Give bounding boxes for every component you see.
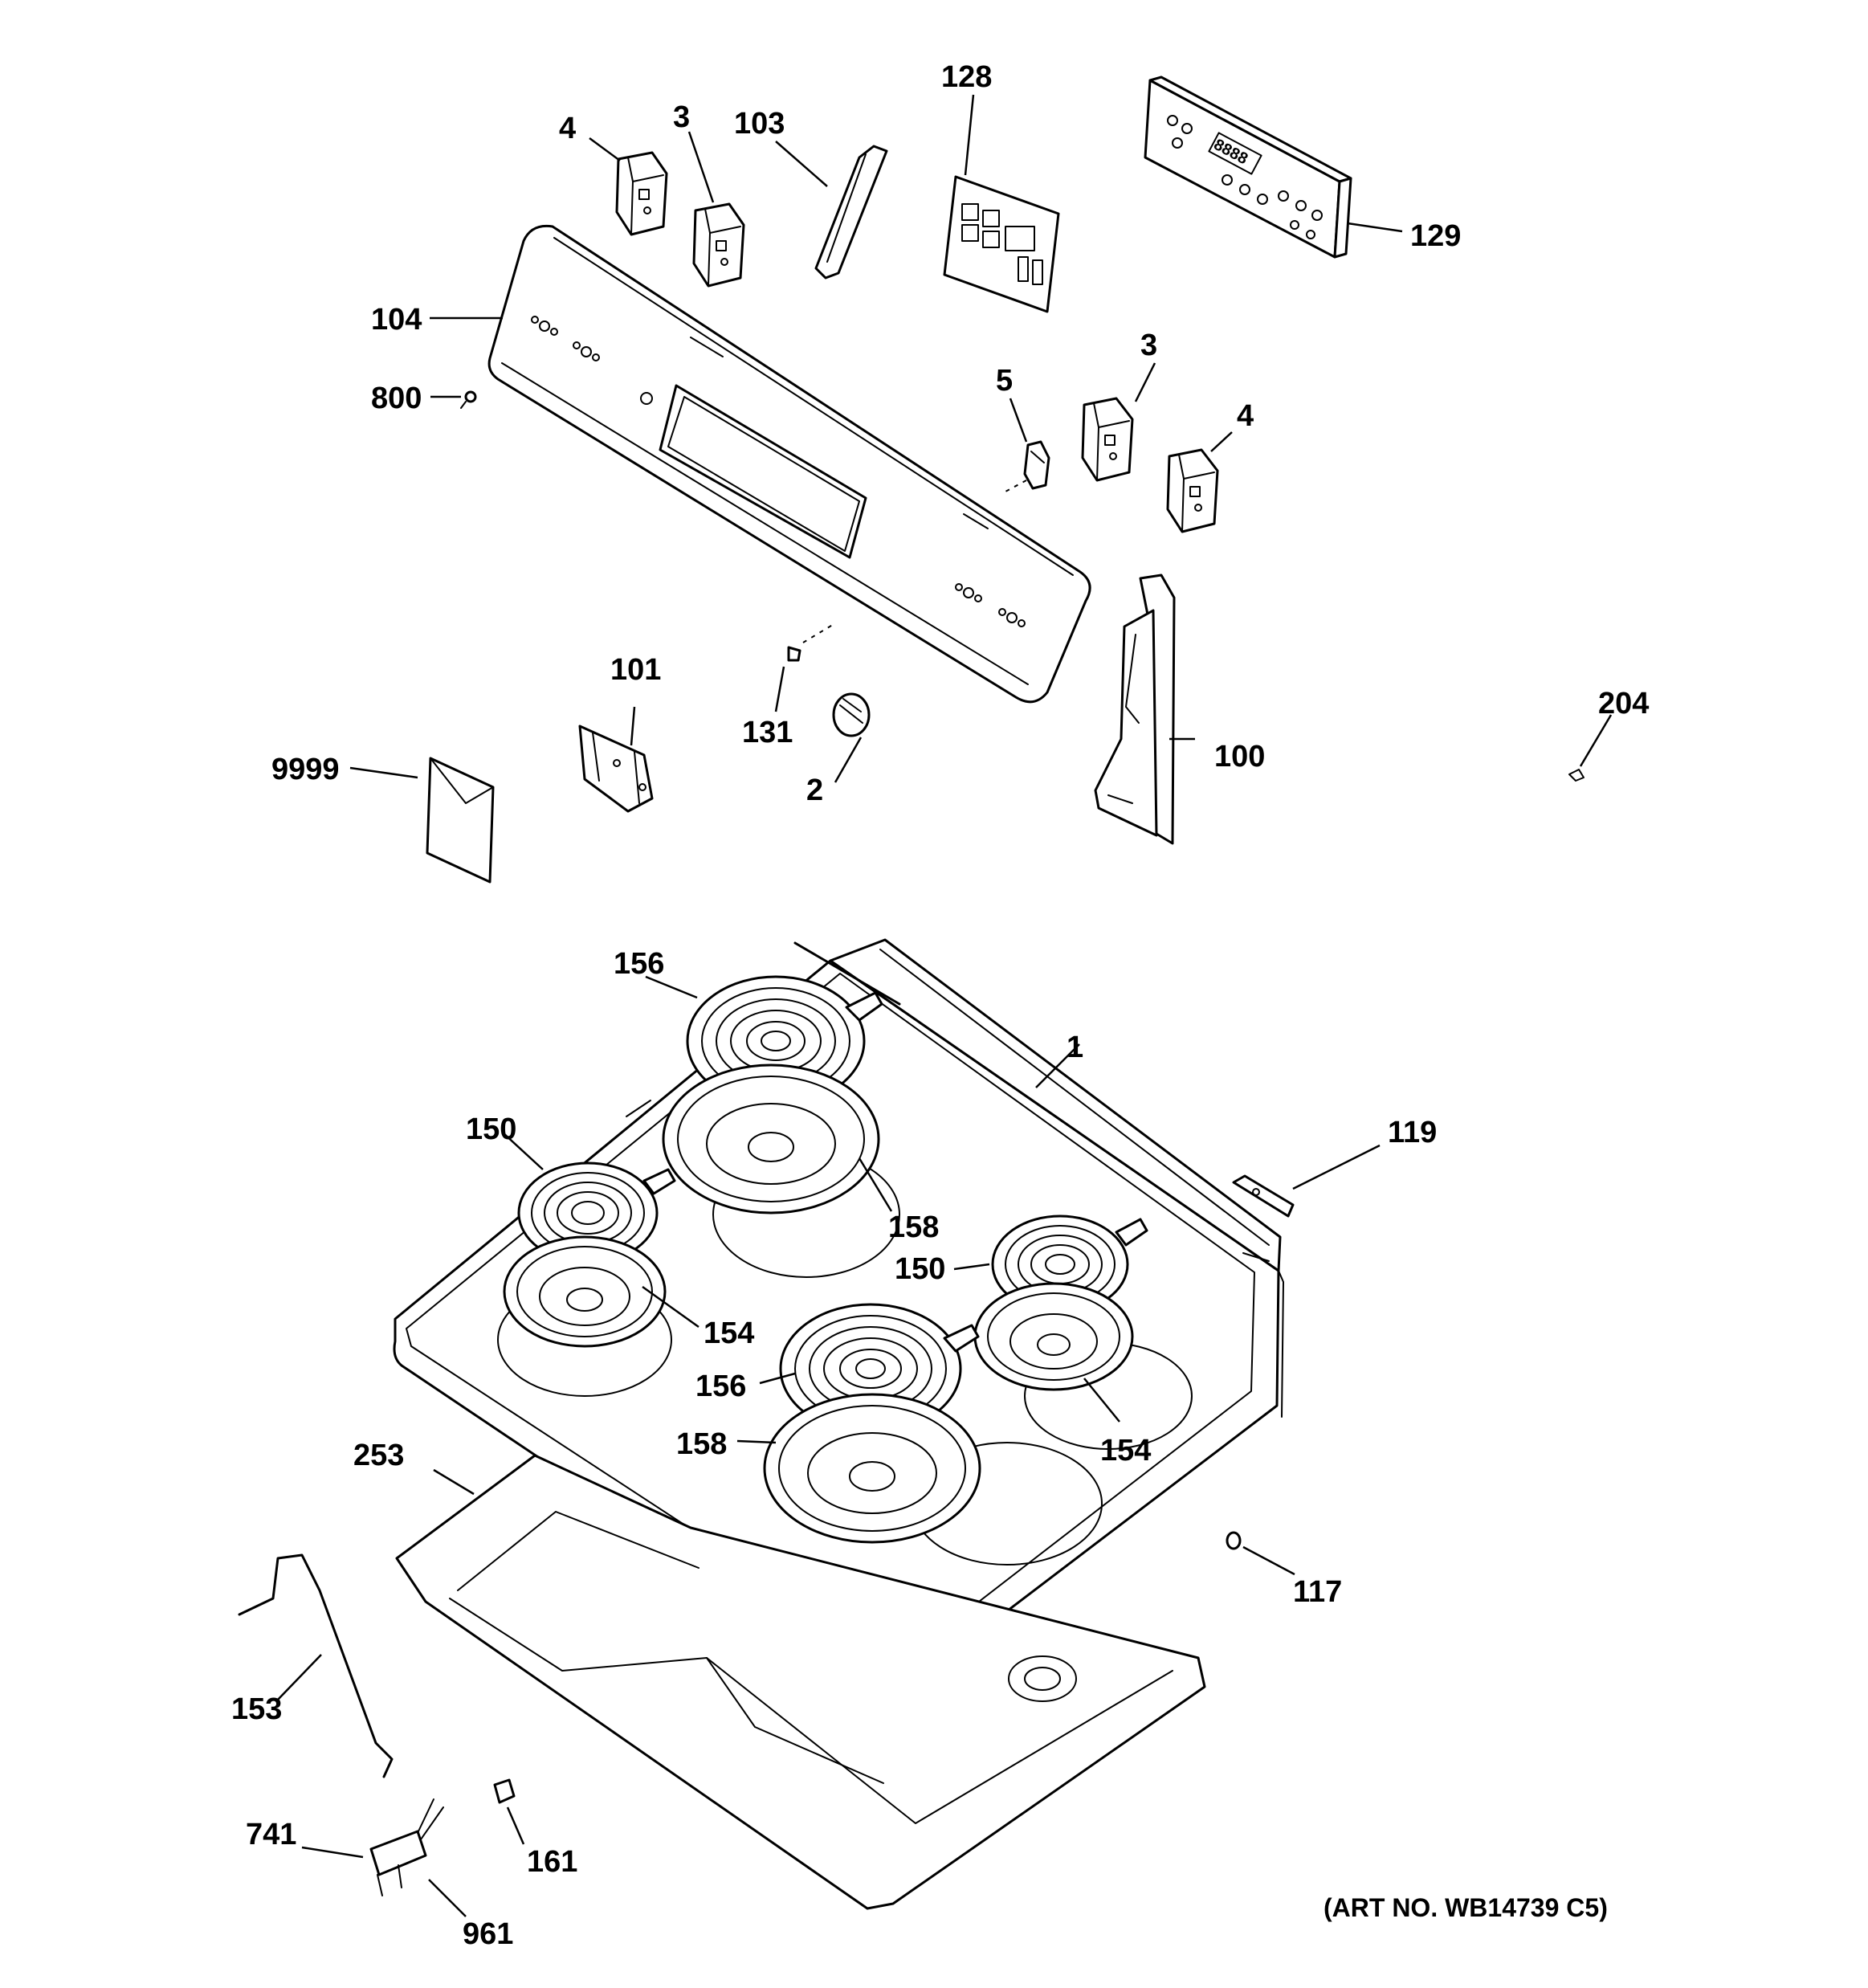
switch-5 [1023, 440, 1050, 490]
callout-156-front: 156 [695, 1370, 746, 1403]
callout-labels: 4 3 103 128 129 104 800 5 3 4 101 131 2 … [231, 60, 1649, 1951]
callout-3: 3 [673, 100, 690, 134]
leader-lines [277, 94, 1613, 1917]
drip-pan-158-front [763, 1393, 981, 1544]
callout-131: 131 [742, 716, 793, 749]
callout-154-left: 154 [704, 1316, 754, 1350]
control-board-129: 8888 [1144, 76, 1352, 259]
callout-4-right: 4 [1237, 399, 1254, 433]
bracket-103 [814, 145, 888, 280]
callout-4: 4 [559, 112, 576, 145]
hinge-119 [1232, 1174, 1295, 1218]
callout-158-rear: 158 [888, 1210, 939, 1244]
callout-101: 101 [610, 653, 661, 687]
callout-156-rear: 156 [614, 947, 664, 981]
drip-pan-154-left [503, 1235, 667, 1348]
nut-117 [1226, 1531, 1242, 1550]
callout-253: 253 [353, 1439, 404, 1472]
knob-2 [832, 692, 871, 737]
callout-153: 153 [231, 1692, 282, 1726]
callout-741: 741 [246, 1818, 296, 1851]
callout-154-right: 154 [1100, 1434, 1151, 1468]
callout-100: 100 [1214, 740, 1265, 774]
knob-holes [531, 316, 1026, 627]
manual-9999 [426, 757, 495, 884]
control-panel-backsplash [487, 224, 1091, 704]
side-trim-100 [1094, 574, 1176, 845]
clip-161 [493, 1778, 516, 1804]
drip-pan-154-right [973, 1282, 1134, 1391]
callout-119: 119 [1388, 1116, 1437, 1149]
callout-961: 961 [463, 1917, 513, 1951]
callout-3-right: 3 [1140, 329, 1157, 362]
callout-117: 117 [1293, 1575, 1342, 1609]
art-number: (ART NO. WB14739 C5) [1324, 1893, 1608, 1922]
callout-158-front: 158 [676, 1427, 727, 1461]
screw-800 [460, 390, 477, 409]
infinite-switch-4-right [1166, 448, 1219, 533]
callout-104: 104 [371, 303, 422, 337]
callout-2: 2 [806, 774, 823, 807]
screw-204 [1568, 769, 1585, 782]
callout-128: 128 [941, 60, 992, 94]
burner-box-253 [395, 1454, 1206, 1910]
infinite-switch-3-left [692, 202, 745, 288]
callout-150-right: 150 [895, 1252, 945, 1286]
callout-9999: 9999 [271, 753, 340, 786]
callout-103: 103 [734, 107, 785, 141]
infinite-switch-3-right [1081, 397, 1134, 482]
callout-5: 5 [996, 364, 1013, 398]
drip-pan-158-rear [662, 1063, 880, 1214]
bracket-101 [578, 725, 654, 813]
callout-204: 204 [1598, 687, 1649, 720]
callout-150-left: 150 [466, 1112, 516, 1146]
callout-800: 800 [371, 382, 422, 415]
callout-1: 1 [1067, 1031, 1083, 1064]
callout-161: 161 [527, 1845, 577, 1879]
screw-131 [787, 623, 836, 662]
receptacle-741 [369, 1798, 444, 1896]
wire-153 [238, 1553, 394, 1778]
callout-129: 129 [1410, 219, 1461, 253]
overlay-128 [943, 175, 1060, 313]
infinite-switch-4-left [615, 151, 668, 236]
